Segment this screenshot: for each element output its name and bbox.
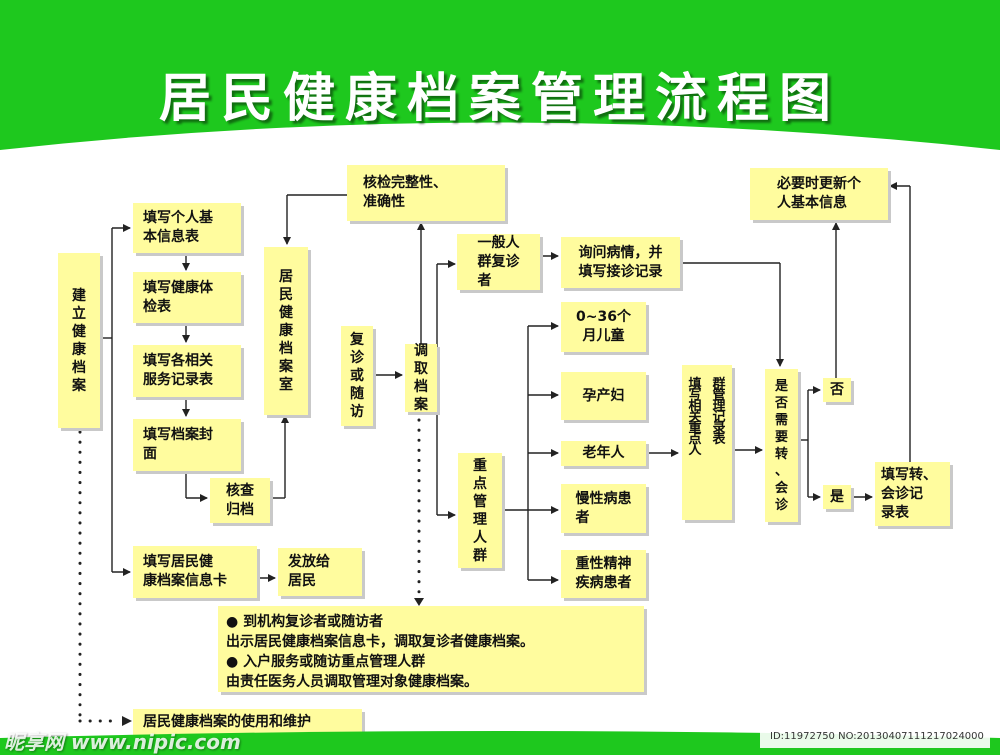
retrieval-note-box: ● 到机构复诊者或随访者 出示居民健康档案信息卡，调取复诊者健康档案。 ● 入户… <box>218 606 644 692</box>
ask-illness-box: 询问病情，并 填写接诊记录 <box>561 237 680 288</box>
fill-key-record-box: 填 写 相 关 重 点 人 群 管 理 记 录 表 <box>682 365 732 520</box>
use-and-maintain-box: 居民健康档案的使用和维护 <box>133 709 362 736</box>
watermark-right: ID:11972750 NO:20130407111217024000 <box>770 731 984 742</box>
page-title: 居民健康档案管理流程图 <box>158 69 841 129</box>
general-population-box: 一般人 群复诊 者 <box>457 234 540 290</box>
footer-band <box>0 730 1000 755</box>
elderly-box: 老年人 <box>561 441 646 466</box>
fill-physical-exam-box: 填写健康体 检表 <box>133 272 241 323</box>
need-transfer-decision-box: 是 否 需 要 转 、 会 诊 <box>765 369 798 522</box>
check-completeness-box: 核检完整性、 准确性 <box>347 165 505 221</box>
archive-room-box: 居 民 健 康 档 案 室 <box>264 247 308 415</box>
check-file-box: 核查 归档 <box>210 478 270 523</box>
chronic-disease-box: 慢性病患 者 <box>561 484 646 533</box>
no-label-box: 否 <box>823 378 851 402</box>
update-basic-info-box: 必要时更新个 人基本信息 <box>750 168 888 220</box>
yes-label-box: 是 <box>823 485 851 509</box>
note-line-3: ● 入户服务或随访重点管理人群 <box>226 654 426 670</box>
retrieve-archive-box: 调 取 档 案 <box>405 343 437 413</box>
header-background <box>0 0 1000 175</box>
mental-illness-box: 重性精神 疾病患者 <box>561 550 646 598</box>
pregnant-box: 孕产妇 <box>561 372 646 420</box>
watermark-left: 昵享网 www.nipic.com <box>4 730 241 754</box>
key-population-box: 重 点 管 理 人 群 <box>458 453 502 568</box>
note-line-2: 出示居民健康档案信息卡，调取复诊者健康档案。 <box>226 634 534 650</box>
issue-to-resident-box: 发放给 居民 <box>278 548 362 596</box>
revisit-box: 复 诊 或 随 访 <box>341 326 373 426</box>
fill-info-card-box: 填写居民健 康档案信息卡 <box>133 546 257 598</box>
note-line-4: 由责任医务人员调取管理对象健康档案。 <box>226 674 478 690</box>
establish-archive-box: 建 立 健 康 档 案 <box>58 253 100 428</box>
fill-basic-info-box: 填写个人基 本信息表 <box>133 203 241 253</box>
fill-cover-box: 填写档案封 面 <box>133 419 241 471</box>
note-line-1: ● 到机构复诊者或随访者 <box>226 614 384 630</box>
fill-transfer-record-box: 填写转、 会诊记 录表 <box>875 462 950 526</box>
child-box: 0~36个 月儿童 <box>561 302 646 352</box>
fill-service-record-box: 填写各相关 服务记录表 <box>133 345 241 397</box>
